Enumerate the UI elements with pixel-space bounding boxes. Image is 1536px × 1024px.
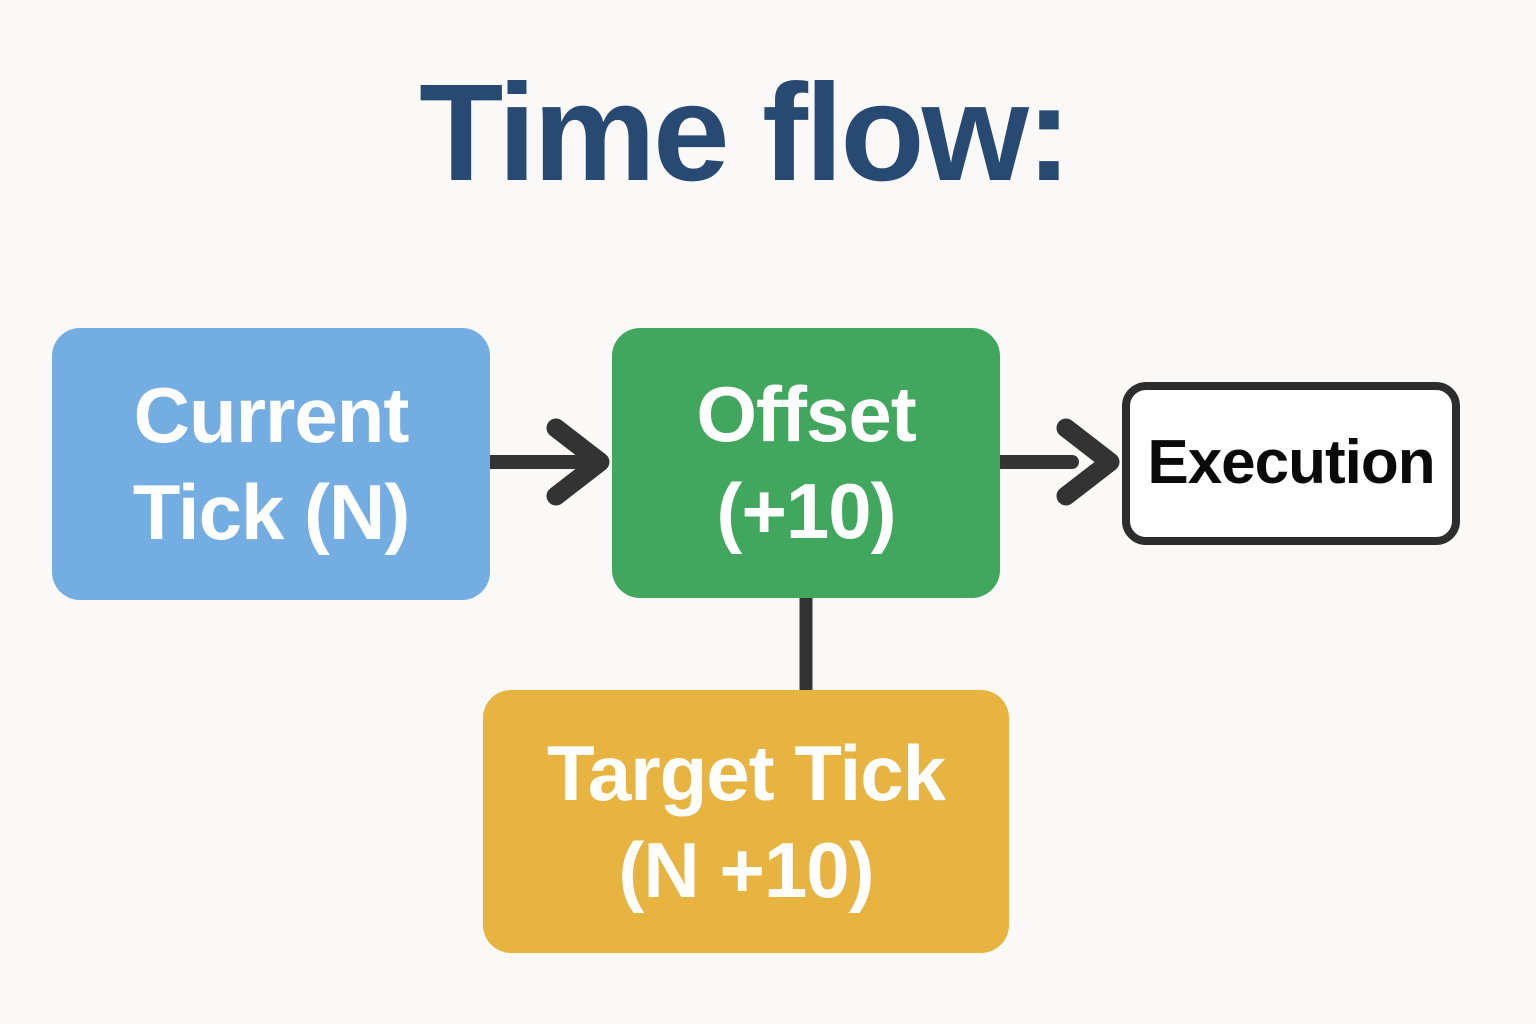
node-offset: Offset (+10) [612, 328, 1000, 598]
node-current-tick: Current Tick (N) [52, 328, 490, 600]
node-target-tick-label-line2: (N +10) [618, 825, 874, 914]
node-offset-label-line1: Offset [696, 370, 916, 459]
node-offset-label-line2: (+10) [716, 467, 896, 555]
node-current-tick-label-line2: Tick (N) [132, 468, 411, 556]
node-execution-label: Execution [1147, 428, 1435, 498]
arrow-current-to-offset [483, 418, 610, 506]
node-current-tick-label-line1: Current [133, 371, 410, 460]
node-target-tick-label-line1: Target Tick [547, 728, 946, 817]
diagram-title: Time flow: [419, 56, 1072, 210]
node-target-tick: Target Tick (N +10) [483, 690, 1009, 953]
arrow-offset-to-execution [993, 418, 1120, 506]
node-execution: Execution [1122, 382, 1460, 545]
